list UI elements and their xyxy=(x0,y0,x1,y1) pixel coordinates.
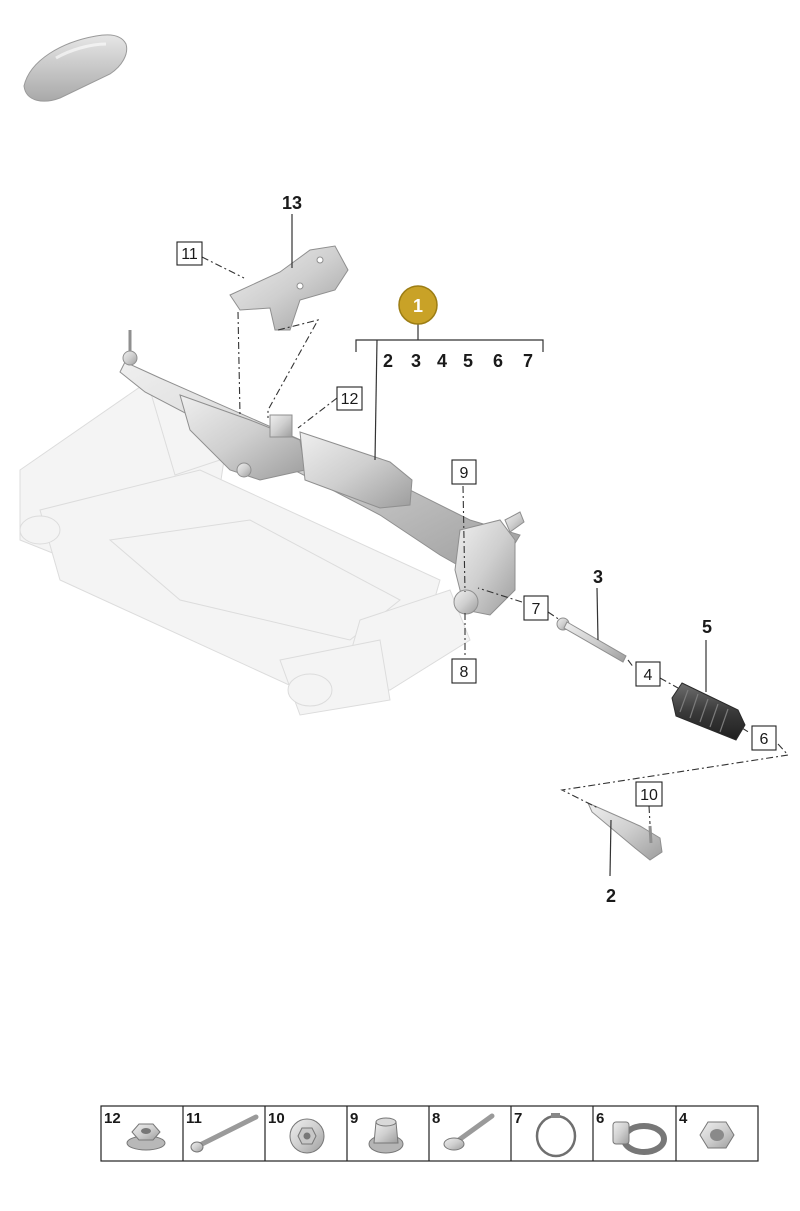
washer-nut-icon xyxy=(289,1118,325,1154)
inner-tie-rod-3 xyxy=(556,617,627,663)
boxed-callout-9: 9 xyxy=(460,465,469,482)
boxed-callout-4: 4 xyxy=(644,667,653,684)
hose-clamp-icon xyxy=(612,1121,667,1155)
flange-bolt-icon xyxy=(443,1113,495,1151)
tie-rod-end-2 xyxy=(587,802,663,861)
flange-nut-icon xyxy=(126,1123,166,1151)
legend-num-7: 7 xyxy=(514,1110,522,1127)
legend-num-12: 12 xyxy=(104,1110,121,1127)
boxed-callout-8: 8 xyxy=(460,664,469,681)
legend-num-10: 10 xyxy=(268,1110,285,1127)
main-assembly-callout: 1 xyxy=(398,285,438,325)
boxed-callout-10: 10 xyxy=(640,787,658,804)
bracket-13 xyxy=(229,245,349,331)
leader-lines xyxy=(291,214,707,877)
sub-part-list: 2 3 4 5 6 7 xyxy=(383,351,533,371)
boxed-callout-7: 7 xyxy=(532,601,541,618)
boxed-callouts: 11 12 9 7 8 4 6 10 xyxy=(176,241,777,807)
legend-num-11: 11 xyxy=(186,1110,202,1127)
connector-lines xyxy=(201,256,790,825)
sub-part-6: 6 xyxy=(493,351,503,371)
car-silhouette-icon xyxy=(23,34,128,102)
collar-nut-icon xyxy=(368,1117,404,1154)
sub-part-7: 7 xyxy=(523,351,533,371)
plain-callouts: 13 3 5 2 xyxy=(282,193,712,906)
long-bolt-icon xyxy=(190,1114,259,1153)
boot-5 xyxy=(671,682,746,741)
callout-5: 5 xyxy=(702,617,712,637)
sub-part-2: 2 xyxy=(383,351,393,371)
steering-rack-assembly xyxy=(119,330,525,616)
hardware-legend: 12 11 10 9 8 7 6 4 xyxy=(100,1105,759,1162)
legend-num-4: 4 xyxy=(679,1110,688,1127)
callout-13: 13 xyxy=(282,193,302,213)
hex-nut-icon xyxy=(699,1121,735,1149)
legend-num-9: 9 xyxy=(350,1110,358,1127)
callout-2: 2 xyxy=(606,886,616,906)
sub-part-3: 3 xyxy=(411,351,421,371)
boxed-callout-12: 12 xyxy=(341,391,359,408)
legend-num-6: 6 xyxy=(596,1110,604,1127)
sub-part-5: 5 xyxy=(463,351,473,371)
subframe-ghost xyxy=(19,379,471,716)
boxed-callout-6: 6 xyxy=(760,731,769,748)
boxed-callout-11: 11 xyxy=(181,246,198,263)
legend-num-8: 8 xyxy=(432,1110,440,1127)
ring-clamp-icon xyxy=(535,1113,577,1158)
sub-part-4: 4 xyxy=(437,351,447,371)
callout-3: 3 xyxy=(593,567,603,587)
callout-1-label: 1 xyxy=(413,296,423,316)
